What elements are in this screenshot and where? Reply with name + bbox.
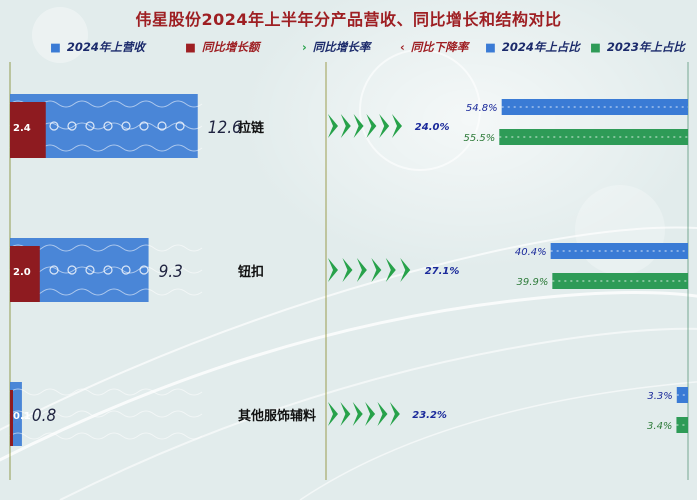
revenue-value-label: 12.6 [208, 118, 242, 138]
share-2024-label: 54.8% [466, 103, 498, 114]
growth-amount-label: 0.1 [13, 411, 31, 422]
revenue-bar-ring [49, 121, 59, 131]
share-2023-label: 55.5% [464, 133, 496, 144]
growth-rate-chevron [328, 114, 338, 138]
revenue-bar-ring [139, 121, 149, 131]
share-2024-label: 40.4% [515, 247, 547, 258]
growth-rate-chevron [328, 258, 338, 282]
growth-rate-chevron [400, 258, 411, 282]
growth-rate-chevron [366, 114, 377, 138]
growth-amount-bar [10, 246, 40, 302]
growth-rate-chevron [377, 402, 388, 426]
growth-amount-label: 2.0 [13, 267, 31, 278]
revenue-bar-ring [49, 265, 59, 275]
growth-rate-label: 27.1% [425, 266, 460, 277]
growth-rate-label: 23.2% [412, 410, 447, 421]
growth-amount-bar [10, 102, 46, 158]
growth-rate-chevron [353, 114, 364, 138]
share-2023-bar [499, 129, 688, 145]
legend-item-revenue: ■2024年上营收 [50, 40, 145, 54]
square-icon: ■ [590, 40, 601, 54]
category-label: 其他服饰辅料 [238, 408, 316, 424]
revenue-bar-ring [85, 265, 95, 275]
share-2024-bar [676, 387, 688, 403]
growth-rate-label: 24.0% [415, 122, 450, 133]
square-icon: ■ [50, 40, 61, 54]
share-2024-label: 3.3% [647, 391, 672, 402]
legend: ■2024年上营收 ■同比增长额 ›同比增长率 ‹同比下降率 ■2024年上占比… [0, 38, 697, 58]
revenue-bar-pattern [9, 410, 203, 418]
revenue-bar-pattern [9, 388, 203, 396]
revenue-bar-pattern [9, 244, 203, 252]
legend-item-share-2023: ■2023年上占比 [590, 40, 685, 54]
growth-rate-chevron [392, 114, 402, 138]
share-2024-bar [501, 99, 688, 115]
legend-item-growth-amount: ■同比增长额 [185, 40, 260, 54]
revenue-value-label: 9.3 [159, 262, 183, 282]
legend-item-growth-rate: ›同比增长率 [302, 40, 371, 54]
legend-item-decline-rate: ‹同比下降率 [400, 40, 469, 54]
chevron-right-icon: › [302, 40, 307, 54]
revenue-bar-pattern [9, 288, 203, 296]
growth-rate-chevron [379, 114, 390, 138]
revenue-bar-ring [85, 121, 95, 131]
growth-rate-chevron [340, 114, 351, 138]
growth-rate-chevron [340, 402, 351, 426]
growth-rate-chevron [365, 402, 376, 426]
category-label: 拉链 [238, 120, 265, 136]
growth-rate-chevron [389, 402, 400, 426]
growth-rate-chevron [371, 258, 382, 282]
growth-rate-chevron [356, 258, 367, 282]
growth-rate-chevron [385, 258, 396, 282]
revenue-value-label: 0.8 [32, 406, 57, 426]
revenue-bar-ring [103, 121, 113, 131]
square-icon: ■ [185, 40, 196, 54]
square-icon: ■ [485, 40, 496, 54]
share-2023-label: 3.4% [647, 421, 672, 432]
revenue-bar [10, 382, 22, 446]
growth-rate-chevron [342, 258, 353, 282]
share-2023-bar [676, 417, 688, 433]
revenue-bar-pattern [9, 266, 203, 274]
revenue-bar-ring [121, 265, 131, 275]
growth-rate-chevron [352, 402, 363, 426]
chart-title: 伟星股份2024年上半年分产品营收、同比增长和结构对比 [135, 10, 562, 29]
share-2024-bar [550, 243, 688, 259]
revenue-bar-ring [67, 121, 77, 131]
revenue-bar-ring [67, 265, 77, 275]
growth-amount-label: 2.4 [13, 123, 31, 134]
revenue-bar-ring [157, 121, 167, 131]
growth-rate-chevron [328, 402, 338, 426]
revenue-bar-pattern [9, 432, 203, 440]
chevron-left-icon: ‹ [400, 40, 405, 54]
legend-item-share-2024: ■2024年上占比 [485, 40, 580, 54]
revenue-bar-ring [175, 121, 185, 131]
revenue-bar-ring [103, 265, 113, 275]
share-2023-label: 39.9% [517, 277, 549, 288]
revenue-bar-ring [121, 121, 131, 131]
revenue-bar-ring [139, 265, 149, 275]
growth-amount-bar [10, 390, 13, 446]
category-label: 钮扣 [237, 264, 264, 280]
